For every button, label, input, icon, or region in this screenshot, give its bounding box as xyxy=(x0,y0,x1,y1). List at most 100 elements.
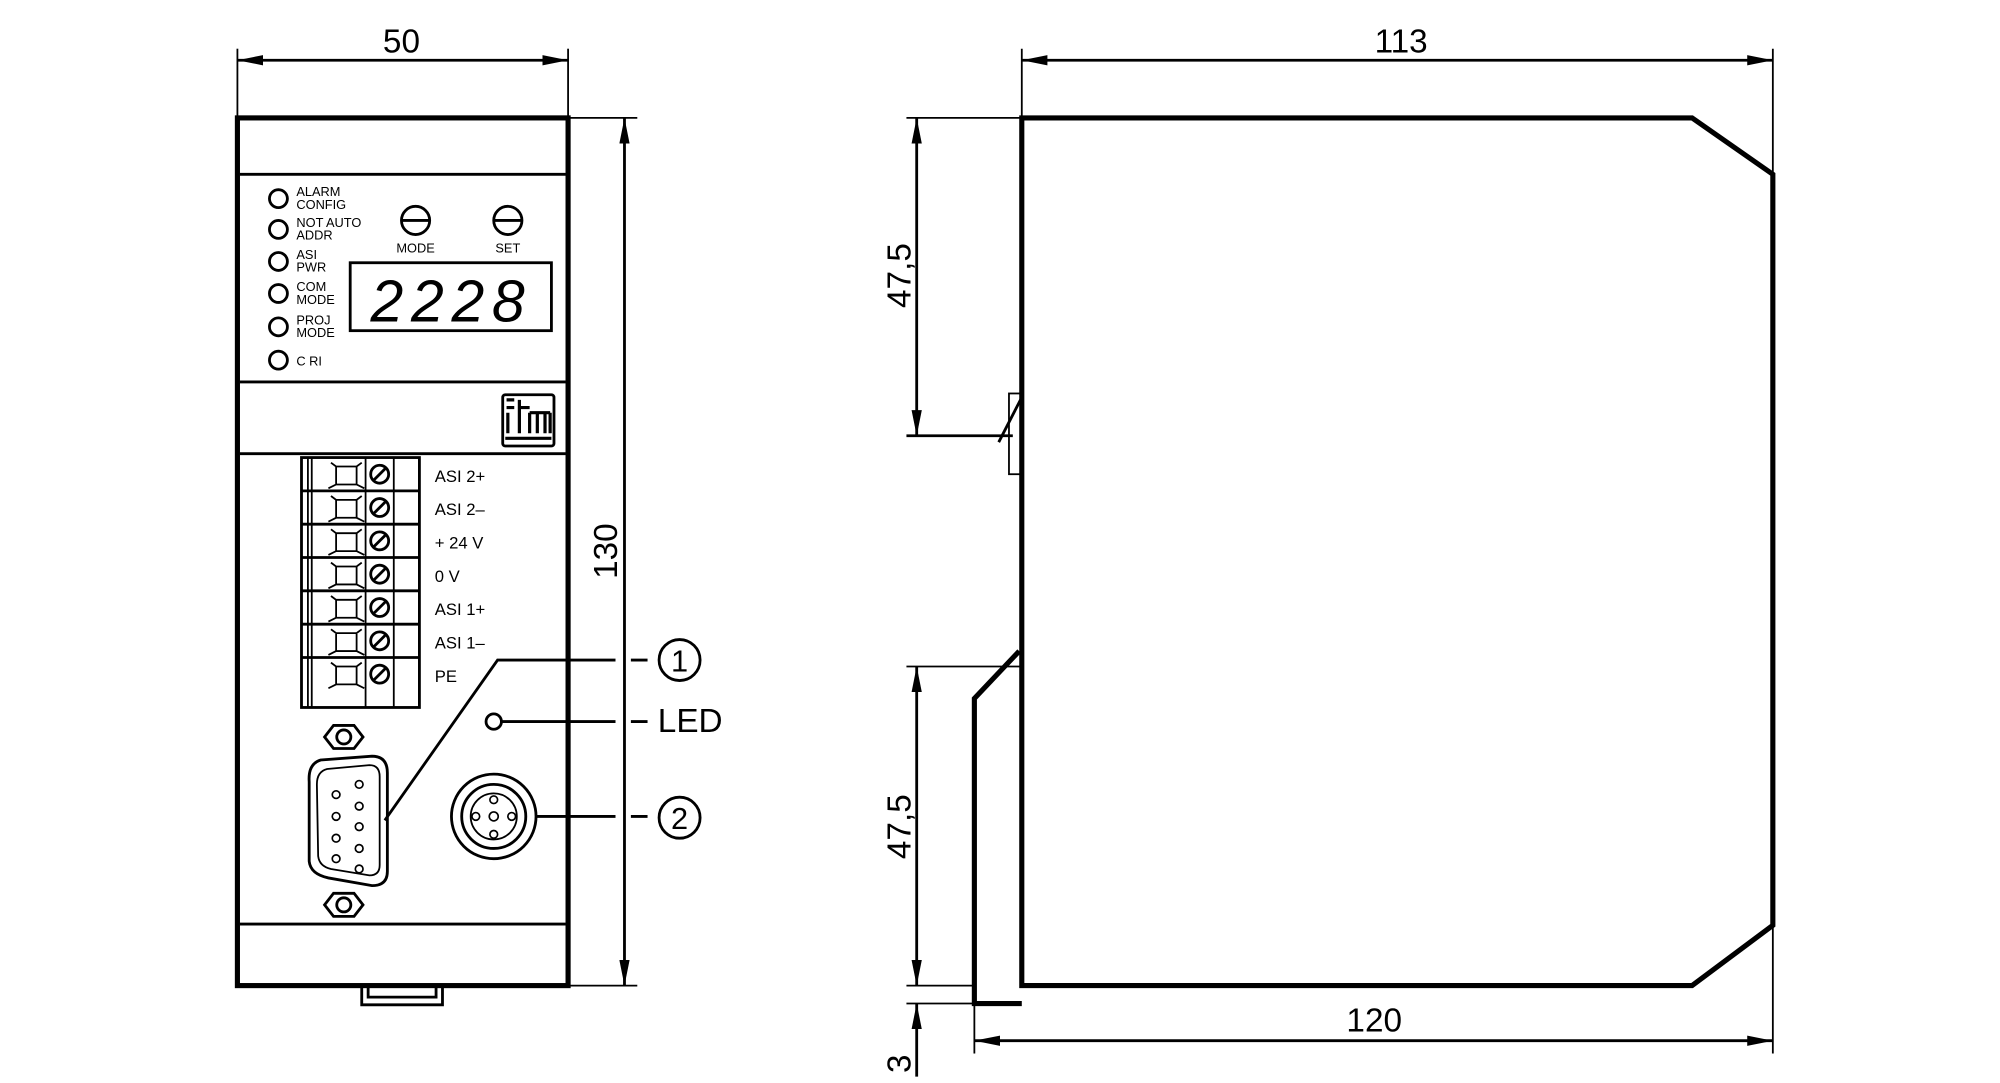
screw-icon xyxy=(369,597,391,618)
callout-2-label: 2 xyxy=(671,801,688,836)
clamp-icon xyxy=(328,495,365,523)
terminal-row: ASI 1– xyxy=(301,622,486,656)
display-value: 2228 xyxy=(370,270,533,335)
callout-1-circle xyxy=(657,638,702,682)
led-label: MODE xyxy=(296,325,334,340)
ifm-logo xyxy=(501,393,556,448)
m12-pins xyxy=(471,795,517,840)
callout-led-label: LED xyxy=(658,703,723,740)
mode-label: MODE xyxy=(396,240,434,255)
screw-icon xyxy=(369,463,391,485)
dsub-shell xyxy=(307,754,389,888)
clamp-icon xyxy=(328,595,365,623)
terminal-label: ASI 1– xyxy=(435,634,486,653)
display-frame xyxy=(348,261,553,333)
screw-icon xyxy=(369,530,391,552)
led-label: PWR xyxy=(296,260,326,275)
m12-connector xyxy=(450,772,538,861)
logo-glyph xyxy=(505,398,552,440)
led-icon xyxy=(268,251,289,272)
clamp-icon xyxy=(328,661,365,690)
rail-dim-label: 3 xyxy=(881,1055,918,1074)
led-proj-mode: PROJ MODE xyxy=(268,312,335,340)
led-cri: C RI xyxy=(268,349,322,371)
screw-icon xyxy=(369,497,391,518)
depth-dim-label: 113 xyxy=(1375,24,1428,61)
terminal-frame xyxy=(300,456,421,709)
height-dim-label: 130 xyxy=(588,523,625,579)
dimension-upper: 47,5 xyxy=(881,117,1022,438)
dimension-depth: 113 xyxy=(1020,24,1774,175)
housing-outline xyxy=(234,115,571,989)
nut-hole xyxy=(335,728,353,746)
led-icon xyxy=(268,188,289,210)
led-label: ALARM xyxy=(296,184,340,199)
hex-nut-icon xyxy=(322,891,365,918)
led-label: ASI xyxy=(296,247,317,262)
dimension-total-depth: 120 xyxy=(973,925,1774,1054)
terminal-label: ASI 2– xyxy=(435,500,486,519)
terminal-row: 0 V xyxy=(301,556,461,590)
mode-button: MODE xyxy=(396,204,435,255)
led-label: MODE xyxy=(296,292,334,307)
side-housing-outline xyxy=(1019,115,1776,989)
led-not-auto-addr: NOT AUTO ADDR xyxy=(268,215,361,243)
terminal-row: ASI 2– xyxy=(301,489,486,523)
led-icon xyxy=(268,316,289,338)
led-label: COM xyxy=(296,279,326,294)
screw-slot xyxy=(372,466,388,482)
terminal-row: PE xyxy=(301,656,457,690)
front-view: ALARM CONFIG NOT AUTO ADDR ASI PWR COM M… xyxy=(234,24,723,1007)
led-alarm-config: ALARM CONFIG xyxy=(268,184,346,212)
dimension-width: 50 xyxy=(236,24,569,118)
clamp-icon xyxy=(328,528,365,556)
width-dim-label: 50 xyxy=(383,24,420,61)
terminal-label: ASI 2+ xyxy=(435,467,485,486)
screw-slot xyxy=(372,666,388,682)
terminal-block: ASI 2+ ASI 2– + 24 V 0 V ASI 1+ ASI 1– PE xyxy=(300,456,486,709)
seven-segment-display: 2228 xyxy=(348,261,553,335)
nut-hole xyxy=(335,896,353,914)
set-button: SET xyxy=(492,204,524,255)
clamp-icon xyxy=(328,461,365,490)
terminal-label: + 24 V xyxy=(435,534,485,553)
screw-slot xyxy=(372,566,388,582)
screw-icon xyxy=(369,563,391,585)
terminal-label: PE xyxy=(435,667,457,686)
led-label: NOT AUTO xyxy=(296,215,361,230)
screw-slot xyxy=(372,633,388,649)
dimension-height: 130 xyxy=(568,117,638,987)
lower-dim-label: 47,5 xyxy=(881,794,918,859)
led-com-mode: COM MODE xyxy=(268,279,335,307)
terminal-label: 0 V xyxy=(435,567,461,586)
status-led-icon xyxy=(484,712,503,731)
callouts: 1 LED 2 xyxy=(383,638,723,840)
dsub-inner xyxy=(315,764,381,877)
screw-slot xyxy=(372,500,388,515)
side-view: 113 47,5 47,5 3 120 xyxy=(881,24,1776,1077)
upper-dim-label: 47,5 xyxy=(881,243,918,308)
rail-clip xyxy=(360,985,444,1007)
screw-icon xyxy=(369,663,391,685)
led-label: CONFIG xyxy=(296,197,346,212)
terminal-row: ASI 1+ xyxy=(301,589,485,623)
dsub-connector xyxy=(307,724,389,918)
led-icon xyxy=(268,283,289,304)
callout-1-leader xyxy=(383,658,616,822)
dimension-lower: 47,5 xyxy=(881,665,1022,987)
dimension-rail: 3 xyxy=(881,1002,975,1077)
terminal-row: ASI 2+ xyxy=(328,461,485,490)
screw-slot xyxy=(372,533,388,549)
led-label: ADDR xyxy=(296,228,332,243)
clamp-icon xyxy=(328,561,365,590)
screw-icon xyxy=(369,630,391,652)
hex-nut-icon xyxy=(322,724,365,750)
dsub-pins xyxy=(331,779,364,874)
m12-outer xyxy=(450,772,538,861)
rail-foot xyxy=(971,649,1022,1007)
led-list: ALARM CONFIG NOT AUTO ADDR ASI PWR COM M… xyxy=(268,184,361,371)
total-depth-dim-label: 120 xyxy=(1346,1003,1402,1040)
led-label: C RI xyxy=(296,353,322,368)
